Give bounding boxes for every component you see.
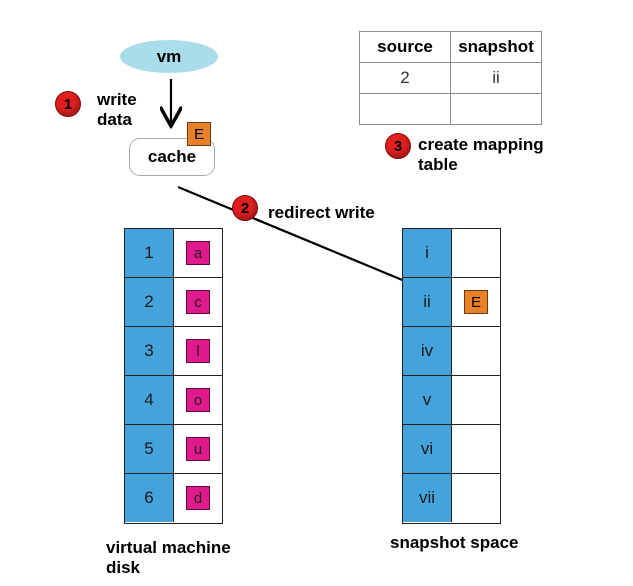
data-block: c	[186, 290, 210, 314]
list-item: vii	[403, 474, 500, 522]
step-3-label: create mapping table	[418, 135, 544, 174]
cache-entry-e: E	[187, 122, 211, 146]
mapping-table: source snapshot 2 ii	[359, 31, 542, 125]
vm-node: vm	[120, 40, 218, 73]
data-block: l	[186, 339, 210, 363]
redirect-arrow	[177, 185, 441, 296]
header-snapshot: snapshot	[450, 31, 542, 63]
cache-label: cache	[147, 147, 197, 166]
list-item: iv	[403, 327, 500, 376]
vm-label: vm	[156, 46, 182, 66]
data-block: a	[186, 241, 210, 265]
step-3-badge: 3	[385, 133, 411, 159]
data-block: d	[186, 486, 210, 510]
step-1-label: write data	[97, 90, 137, 129]
cell-source	[359, 93, 451, 125]
cell-source: 2	[359, 62, 451, 94]
header-source: source	[359, 31, 451, 63]
mapping-table-header: source snapshot	[359, 31, 542, 63]
data-block: u	[186, 437, 210, 461]
list-item: vi	[403, 425, 500, 474]
list-item: v	[403, 376, 500, 425]
list-item: i	[403, 229, 500, 278]
step-2-badge: 2	[232, 195, 258, 221]
vm-disk-title: virtual machine disk	[106, 538, 231, 577]
data-block: o	[186, 388, 210, 412]
cell-snapshot: ii	[450, 62, 542, 94]
snapshot-entry-e: E	[464, 290, 488, 314]
step-1-badge: 1	[55, 91, 81, 117]
table-row	[359, 93, 542, 125]
table-row: 2 ii	[359, 62, 542, 94]
cell-snapshot	[450, 93, 542, 125]
snapshot-space-title: snapshot space	[390, 533, 519, 552]
step-2-label: redirect write	[268, 203, 375, 222]
